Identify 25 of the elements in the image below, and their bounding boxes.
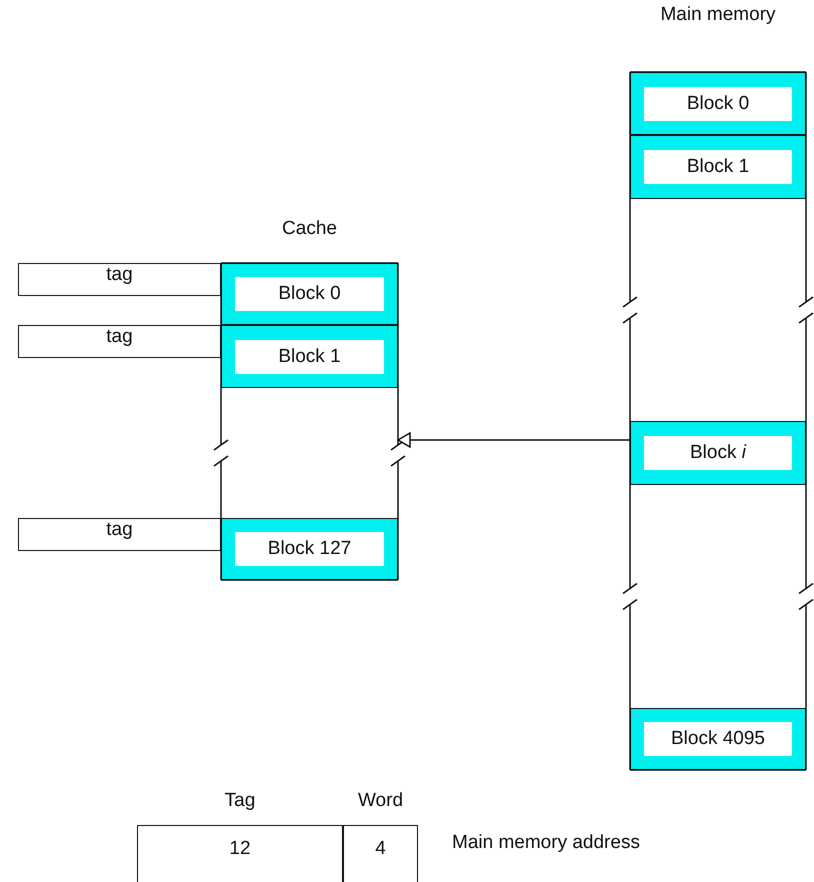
block-label: Block 127 bbox=[235, 532, 384, 566]
tag-field: tag bbox=[18, 518, 221, 551]
block-label: Block 1 bbox=[644, 150, 792, 184]
memory-block bbox=[630, 708, 806, 770]
block-label: Block 1 bbox=[235, 340, 384, 374]
field-caption: Main memory address bbox=[452, 832, 640, 854]
memory-block bbox=[630, 72, 806, 135]
block-label: Block 0 bbox=[235, 277, 384, 311]
memory-block bbox=[221, 325, 398, 388]
tag-field: tag bbox=[18, 263, 221, 296]
transfer-arrow bbox=[397, 432, 630, 448]
block-label: Block i bbox=[644, 436, 792, 470]
column-heading: Main memory bbox=[659, 4, 777, 26]
block-label: Block 4095 bbox=[644, 722, 792, 756]
memory-block bbox=[630, 421, 806, 485]
memory-block bbox=[221, 263, 398, 325]
address-field: 4 bbox=[343, 825, 418, 882]
address-field: 12 bbox=[137, 825, 343, 882]
block-label: Block 0 bbox=[644, 86, 792, 120]
memory-block bbox=[221, 518, 398, 580]
tag-field: tag bbox=[18, 325, 221, 358]
column-heading: Cache bbox=[281, 218, 338, 240]
field-heading: Tag bbox=[224, 790, 256, 812]
memory-block bbox=[630, 135, 806, 199]
field-heading: Word bbox=[356, 790, 404, 812]
